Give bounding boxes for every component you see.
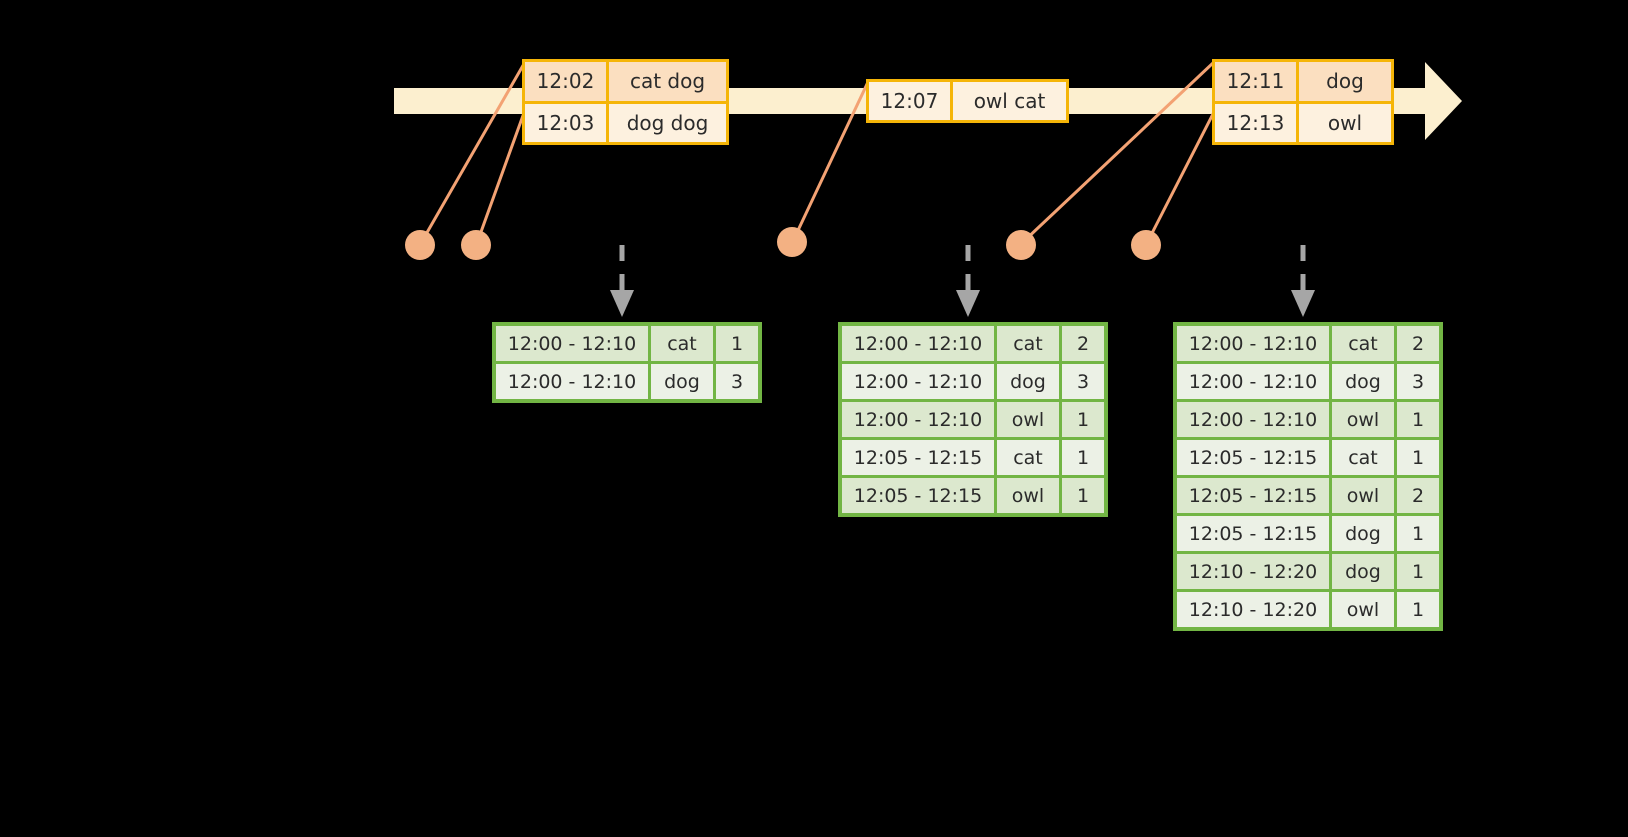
dot-12-13: [1131, 230, 1161, 260]
cell-count: 3: [1397, 364, 1439, 399]
connector-12-03: [475, 109, 527, 244]
cell-count: 1: [1062, 402, 1104, 437]
cell-window: 12:05 - 12:15: [842, 478, 994, 513]
event-time: 12:11: [1215, 62, 1299, 101]
cell-count: 3: [1062, 364, 1104, 399]
event-row: 12:13 owl: [1215, 100, 1391, 142]
cell-count: 2: [1062, 326, 1104, 361]
cell-word: cat: [651, 326, 713, 361]
event-words: dog dog: [626, 110, 709, 135]
cell-word: dog: [651, 364, 713, 399]
result-arrows: [610, 245, 1315, 317]
cell-count: 1: [1397, 554, 1439, 589]
event-words: owl cat: [973, 89, 1046, 113]
cell-word: dog: [1332, 364, 1394, 399]
dot-12-03: [461, 230, 491, 260]
event-time: 12:03: [525, 103, 609, 142]
event-box-2[interactable]: 12:07 owl cat: [866, 79, 1069, 123]
event-words: dog: [1326, 69, 1364, 94]
connector-12-02: [419, 61, 527, 244]
event-row: 12:02 cat dog: [525, 62, 726, 101]
event-row: 12:11 dog: [1215, 62, 1391, 101]
event-row: 12:03 dog dog: [525, 100, 726, 142]
cell-window: 12:10 - 12:20: [1177, 592, 1329, 627]
cell-count: 1: [716, 326, 758, 361]
cell-count: 1: [1062, 440, 1104, 475]
event-box-3[interactable]: 12:11 dog 12:13 owl: [1212, 59, 1394, 145]
cell-count: 1: [1397, 516, 1439, 551]
cell-count: 1: [1397, 402, 1439, 437]
cell-word: dog: [997, 364, 1059, 399]
event-words: owl: [1327, 110, 1363, 135]
cell-window: 12:05 - 12:15: [1177, 440, 1329, 475]
cell-word: cat: [1332, 440, 1394, 475]
cell-word: owl: [1332, 592, 1394, 627]
cell-window: 12:05 - 12:15: [842, 440, 994, 475]
cell-window: 12:05 - 12:15: [1177, 516, 1329, 551]
result-arrow-1: [610, 245, 634, 317]
connector-12-07: [791, 81, 870, 242]
result-arrow-3: [1291, 245, 1315, 317]
cell-count: 1: [1397, 440, 1439, 475]
connector-lines: [419, 61, 1217, 245]
cell-word: owl: [997, 478, 1059, 513]
cell-count: 3: [716, 364, 758, 399]
event-time: 12:02: [525, 62, 609, 101]
cell-window: 12:05 - 12:15: [1177, 478, 1329, 513]
cell-count: 2: [1397, 326, 1439, 361]
cell-window: 12:00 - 12:10: [1177, 326, 1329, 361]
cell-word: owl: [997, 402, 1059, 437]
cell-word: cat: [1332, 326, 1394, 361]
result-arrow-2: [956, 245, 980, 317]
cell-count: 1: [1062, 478, 1104, 513]
cell-window: 12:00 - 12:10: [842, 364, 994, 399]
cell-count: 2: [1397, 478, 1439, 513]
dot-12-02: [405, 230, 435, 260]
cell-word: dog: [1332, 516, 1394, 551]
cell-word: cat: [997, 326, 1059, 361]
cell-word: cat: [997, 440, 1059, 475]
event-time: 12:13: [1215, 103, 1299, 142]
event-words: cat dog: [629, 69, 706, 94]
dot-12-07: [777, 227, 807, 257]
cell-window: 12:00 - 12:10: [496, 326, 648, 361]
cell-window: 12:00 - 12:10: [1177, 402, 1329, 437]
connector-12-13: [1145, 109, 1217, 244]
cell-word: owl: [1332, 402, 1394, 437]
cell-count: 1: [1397, 592, 1439, 627]
cell-window: 12:00 - 12:10: [496, 364, 648, 399]
event-dots: [405, 227, 1161, 260]
event-box-1[interactable]: 12:02 cat dog 12:03 dog dog: [522, 59, 729, 145]
dot-12-11: [1006, 230, 1036, 260]
cell-window: 12:00 - 12:10: [842, 402, 994, 437]
connector-12-11: [1020, 61, 1215, 245]
event-time: 12:07: [869, 82, 953, 120]
cell-window: 12:00 - 12:10: [1177, 364, 1329, 399]
event-row: 12:07 owl cat: [869, 82, 1066, 120]
cell-window: 12:00 - 12:10: [842, 326, 994, 361]
cell-word: dog: [1332, 554, 1394, 589]
cell-word: owl: [1332, 478, 1394, 513]
cell-window: 12:10 - 12:20: [1177, 554, 1329, 589]
